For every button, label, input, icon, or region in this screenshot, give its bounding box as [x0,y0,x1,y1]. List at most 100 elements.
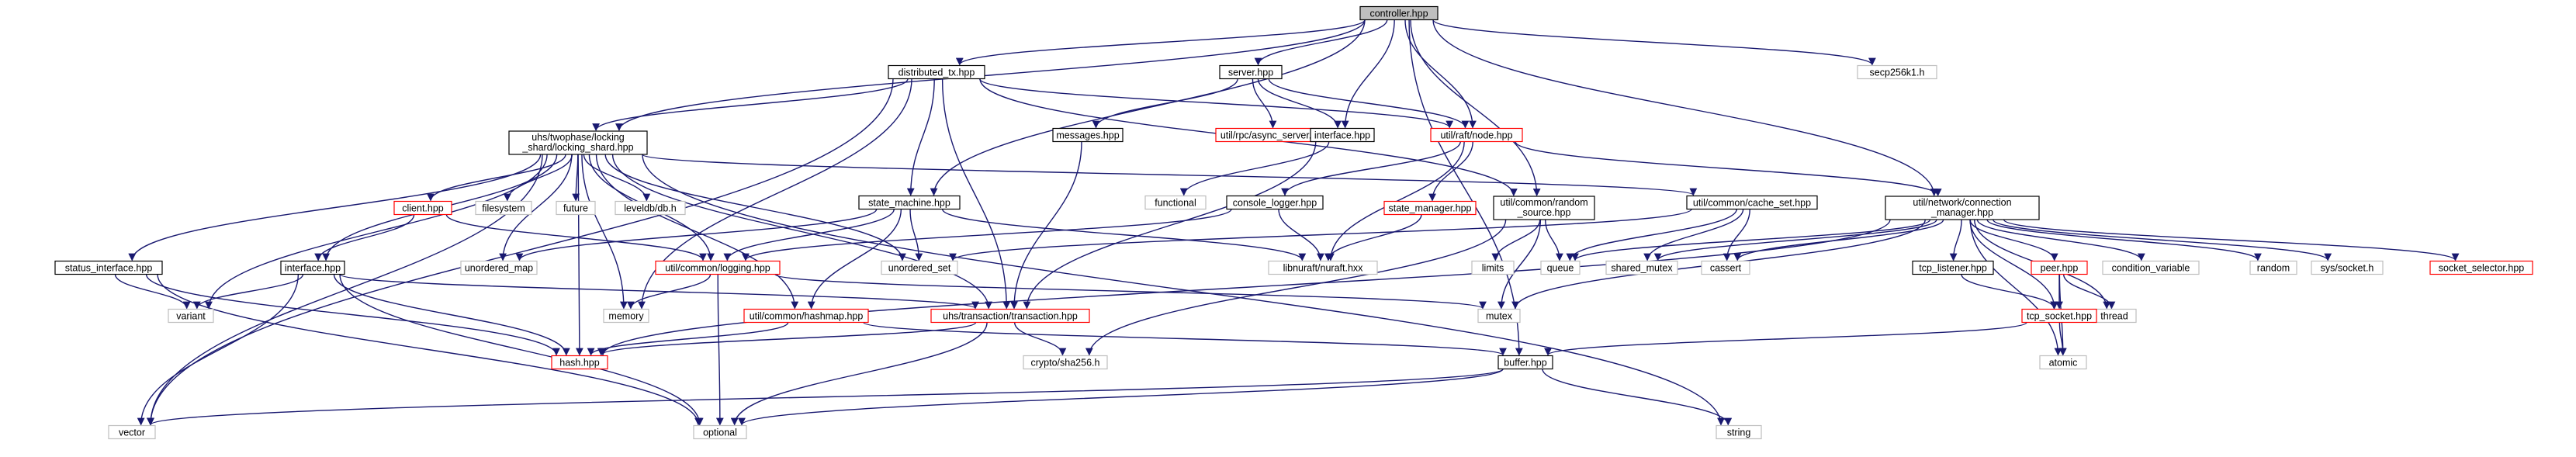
include-edge [956,19,1366,66]
node-label: state_machine.hpp [868,198,950,209]
node-unordered-map: unordered_map [460,260,538,275]
edge-tcp-socket-to-atomic [2058,322,2067,356]
node-transaction[interactable]: uhs/transaction/transaction.hpp [930,308,1090,324]
edge-interface-ls-to-transaction [339,273,979,310]
include-edge [597,321,977,356]
node-thread: thread [2092,308,2137,324]
include-edge [1428,141,1473,202]
node-box [1686,195,1818,210]
node-status-interface[interactable]: status_interface.hpp [54,260,163,275]
edge-controller-to-distributed-tx [956,19,1366,66]
node-state-manager[interactable]: state_manager.hpp [1383,200,1477,216]
edge-locking-shard-to-unordered-map [499,154,573,261]
include-edge [114,274,191,310]
include-edge [147,78,894,426]
edge-controller-to-buffer [1408,19,1523,356]
node-box [1885,196,2040,220]
include-edge [1544,219,1563,261]
include-edge [1257,78,1342,129]
node-random-source[interactable]: util/common/random_source.hpp [1493,196,1595,220]
node-hash[interactable]: hash.hpp [551,355,608,370]
node-controller[interactable]: controller.hpp [1359,5,1439,21]
include-edge [1010,141,1082,310]
node-box [1605,260,1678,275]
include-edge [1544,321,2027,356]
include-edge [2003,219,2460,261]
node-interface-ls[interactable]: interface.hpp [280,260,345,275]
include-edge [1992,219,2332,261]
node-messages[interactable]: messages.hpp [1052,127,1124,143]
node-socket-selector[interactable]: socket_selector.hpp [2429,260,2533,275]
node-label: distributed_tx.hpp [898,68,975,78]
node-server[interactable]: server.hpp [1219,64,1283,80]
node-label: leveldb/db.h [624,203,676,214]
node-peer[interactable]: peer.hpp [2031,260,2088,275]
include-edge [723,209,895,261]
include-edge [807,209,902,310]
node-variant: variant [168,308,214,324]
include-edge [2058,322,2067,356]
include-edge [1408,19,1523,356]
include-edge [715,274,724,426]
edge-raft-node-to-console-logger [1281,141,1461,196]
node-label: libnuraft/nuraft.hxx [1283,263,1364,274]
node-tcp-socket[interactable]: tcp_socket.hpp [2021,308,2097,324]
node-label: console_logger.hpp [1233,198,1317,209]
node-label: memory [608,311,644,322]
edge-connection-manager-to-hash [599,219,1891,356]
edge-locking-shard-to-leveldb [583,154,651,202]
include-edge [730,322,988,426]
include-edge [1566,209,1737,261]
node-label: buffer.hpp [1504,358,1546,369]
node-raft-node[interactable]: util/raft/node.hpp [1430,127,1523,143]
include-edge [615,19,1366,131]
node-locking-shard[interactable]: uhs/twophase/locking_shard/locking_shard… [508,130,648,155]
node-box [1493,196,1595,220]
node-buffer[interactable]: buffer.hpp [1497,355,1553,370]
include-edge [1179,141,1330,196]
edge-transaction-to-optional [730,322,988,426]
node-console-logger[interactable]: console_logger.hpp [1226,195,1324,210]
node-connection-manager[interactable]: util/network/connection_manager.hpp [1885,196,2040,220]
include-edge [2062,274,2116,310]
edge-buffer-to-optional [738,368,1504,426]
edge-status-interface-to-optional [157,274,702,426]
node-secp: secp256k1.h [1857,64,1937,80]
edge-locking-shard-to-cache-set [642,154,1697,196]
node-hashmap[interactable]: util/common/hashmap.hpp [743,308,869,324]
node-label: _shard/locking_shard.hpp [521,142,633,153]
node-box [1912,260,1994,275]
edge-buffer-to-string [1542,369,1733,426]
node-shared-mutex: shared_mutex [1605,260,1678,275]
node-box [2249,260,2297,275]
node-async-server[interactable]: util/rpc/async_server.hpp [1215,127,1333,143]
edge-interface-ls-to-vector [137,274,299,426]
edge-raft-node-to-connection-manager [1515,141,1942,196]
edge-connection-manager-to-random [1986,219,2262,261]
node-interface-raft[interactable]: interface.hpp [1310,127,1375,143]
node-box [2429,260,2533,275]
node-tcp-listener[interactable]: tcp_listener.hpp [1912,260,1994,275]
include-edge [941,209,1307,261]
node-client[interactable]: client.hpp [393,200,452,216]
node-label: random [2257,263,2290,274]
node-state-machine[interactable]: state_machine.hpp [858,195,961,210]
node-box [280,260,345,275]
node-distributed-tx[interactable]: distributed_tx.hpp [888,64,985,80]
node-label: future [563,203,588,214]
include-edge [205,154,548,310]
node-label: controller.hpp [1369,9,1428,19]
node-logging[interactable]: util/common/logging.hpp [655,260,781,275]
edge-random-source-to-mutex [1497,219,1542,310]
node-label: messages.hpp [1056,130,1119,141]
node-box [743,308,869,324]
include-edge [427,154,566,202]
node-label: condition_variable [2112,263,2190,274]
edge-server-to-interface-raft [1257,78,1342,129]
node-cache-set[interactable]: util/common/cache_set.hpp [1686,195,1818,210]
node-box [1359,5,1439,21]
include-edge [642,154,1697,196]
node-label: functional [1155,198,1196,209]
node-random: random [2249,260,2297,275]
